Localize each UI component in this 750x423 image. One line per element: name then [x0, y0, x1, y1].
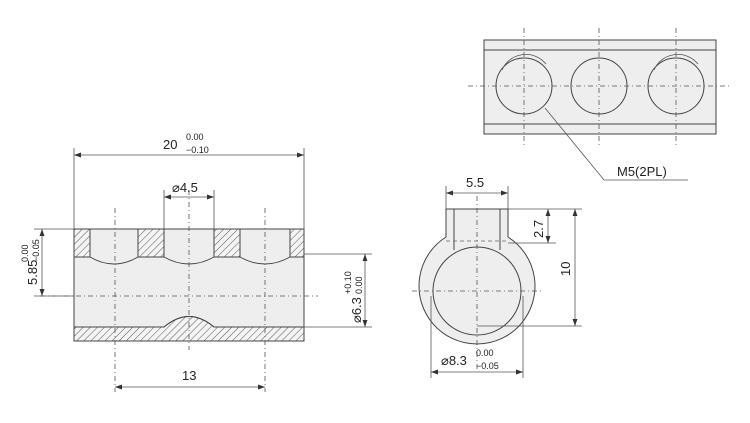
dim-hole-diameter-value: ⌀4.5	[172, 180, 198, 195]
dim-bore-tol-lower: 0.00	[354, 276, 364, 294]
pocket-left	[89, 229, 139, 265]
top-view: M5(2PL)	[468, 28, 732, 181]
dim-slot-depth-value: 2.7	[531, 220, 546, 238]
dim-bore-value: ⌀6.3	[349, 297, 364, 323]
dim-diameter-value: ⌀8.3	[441, 353, 467, 368]
dim-pitch-value: 13	[182, 368, 196, 383]
dim-depth-tol-lower: −0.05	[31, 239, 41, 262]
thread-leader-line	[544, 107, 688, 181]
dim-length-tol-lower: −0.10	[186, 145, 209, 155]
top-block-outline	[483, 39, 717, 135]
dim-slot-width-value: 5.5	[466, 175, 484, 190]
bore-relief-arc	[163, 316, 215, 328]
thread-arc-right	[653, 54, 699, 71]
dim-length-value: 20	[163, 137, 177, 152]
side-view: 5.5 2.7 10 ⌀8.3 0.00 −0.05	[412, 175, 582, 378]
front-section-view: 20 0.00 −0.10 ⌀4.5 5.85 0.00 −0.05 ⌀6.3 …	[20, 132, 372, 392]
thread-callout-label: M5(2PL)	[617, 164, 667, 179]
dim-depth-value: 5.85	[25, 260, 40, 285]
dim-length-tol-upper: 0.00	[186, 132, 204, 142]
dim-height-value: 10	[558, 262, 573, 276]
dim-diameter-tol-lower: −0.05	[476, 361, 499, 371]
thread-arc-left	[501, 54, 547, 71]
dim-bore-tol-upper: +0.10	[343, 271, 353, 294]
dim-diameter-tol-upper: 0.00	[476, 348, 494, 358]
dim-depth-tol-upper: 0.00	[20, 244, 30, 262]
